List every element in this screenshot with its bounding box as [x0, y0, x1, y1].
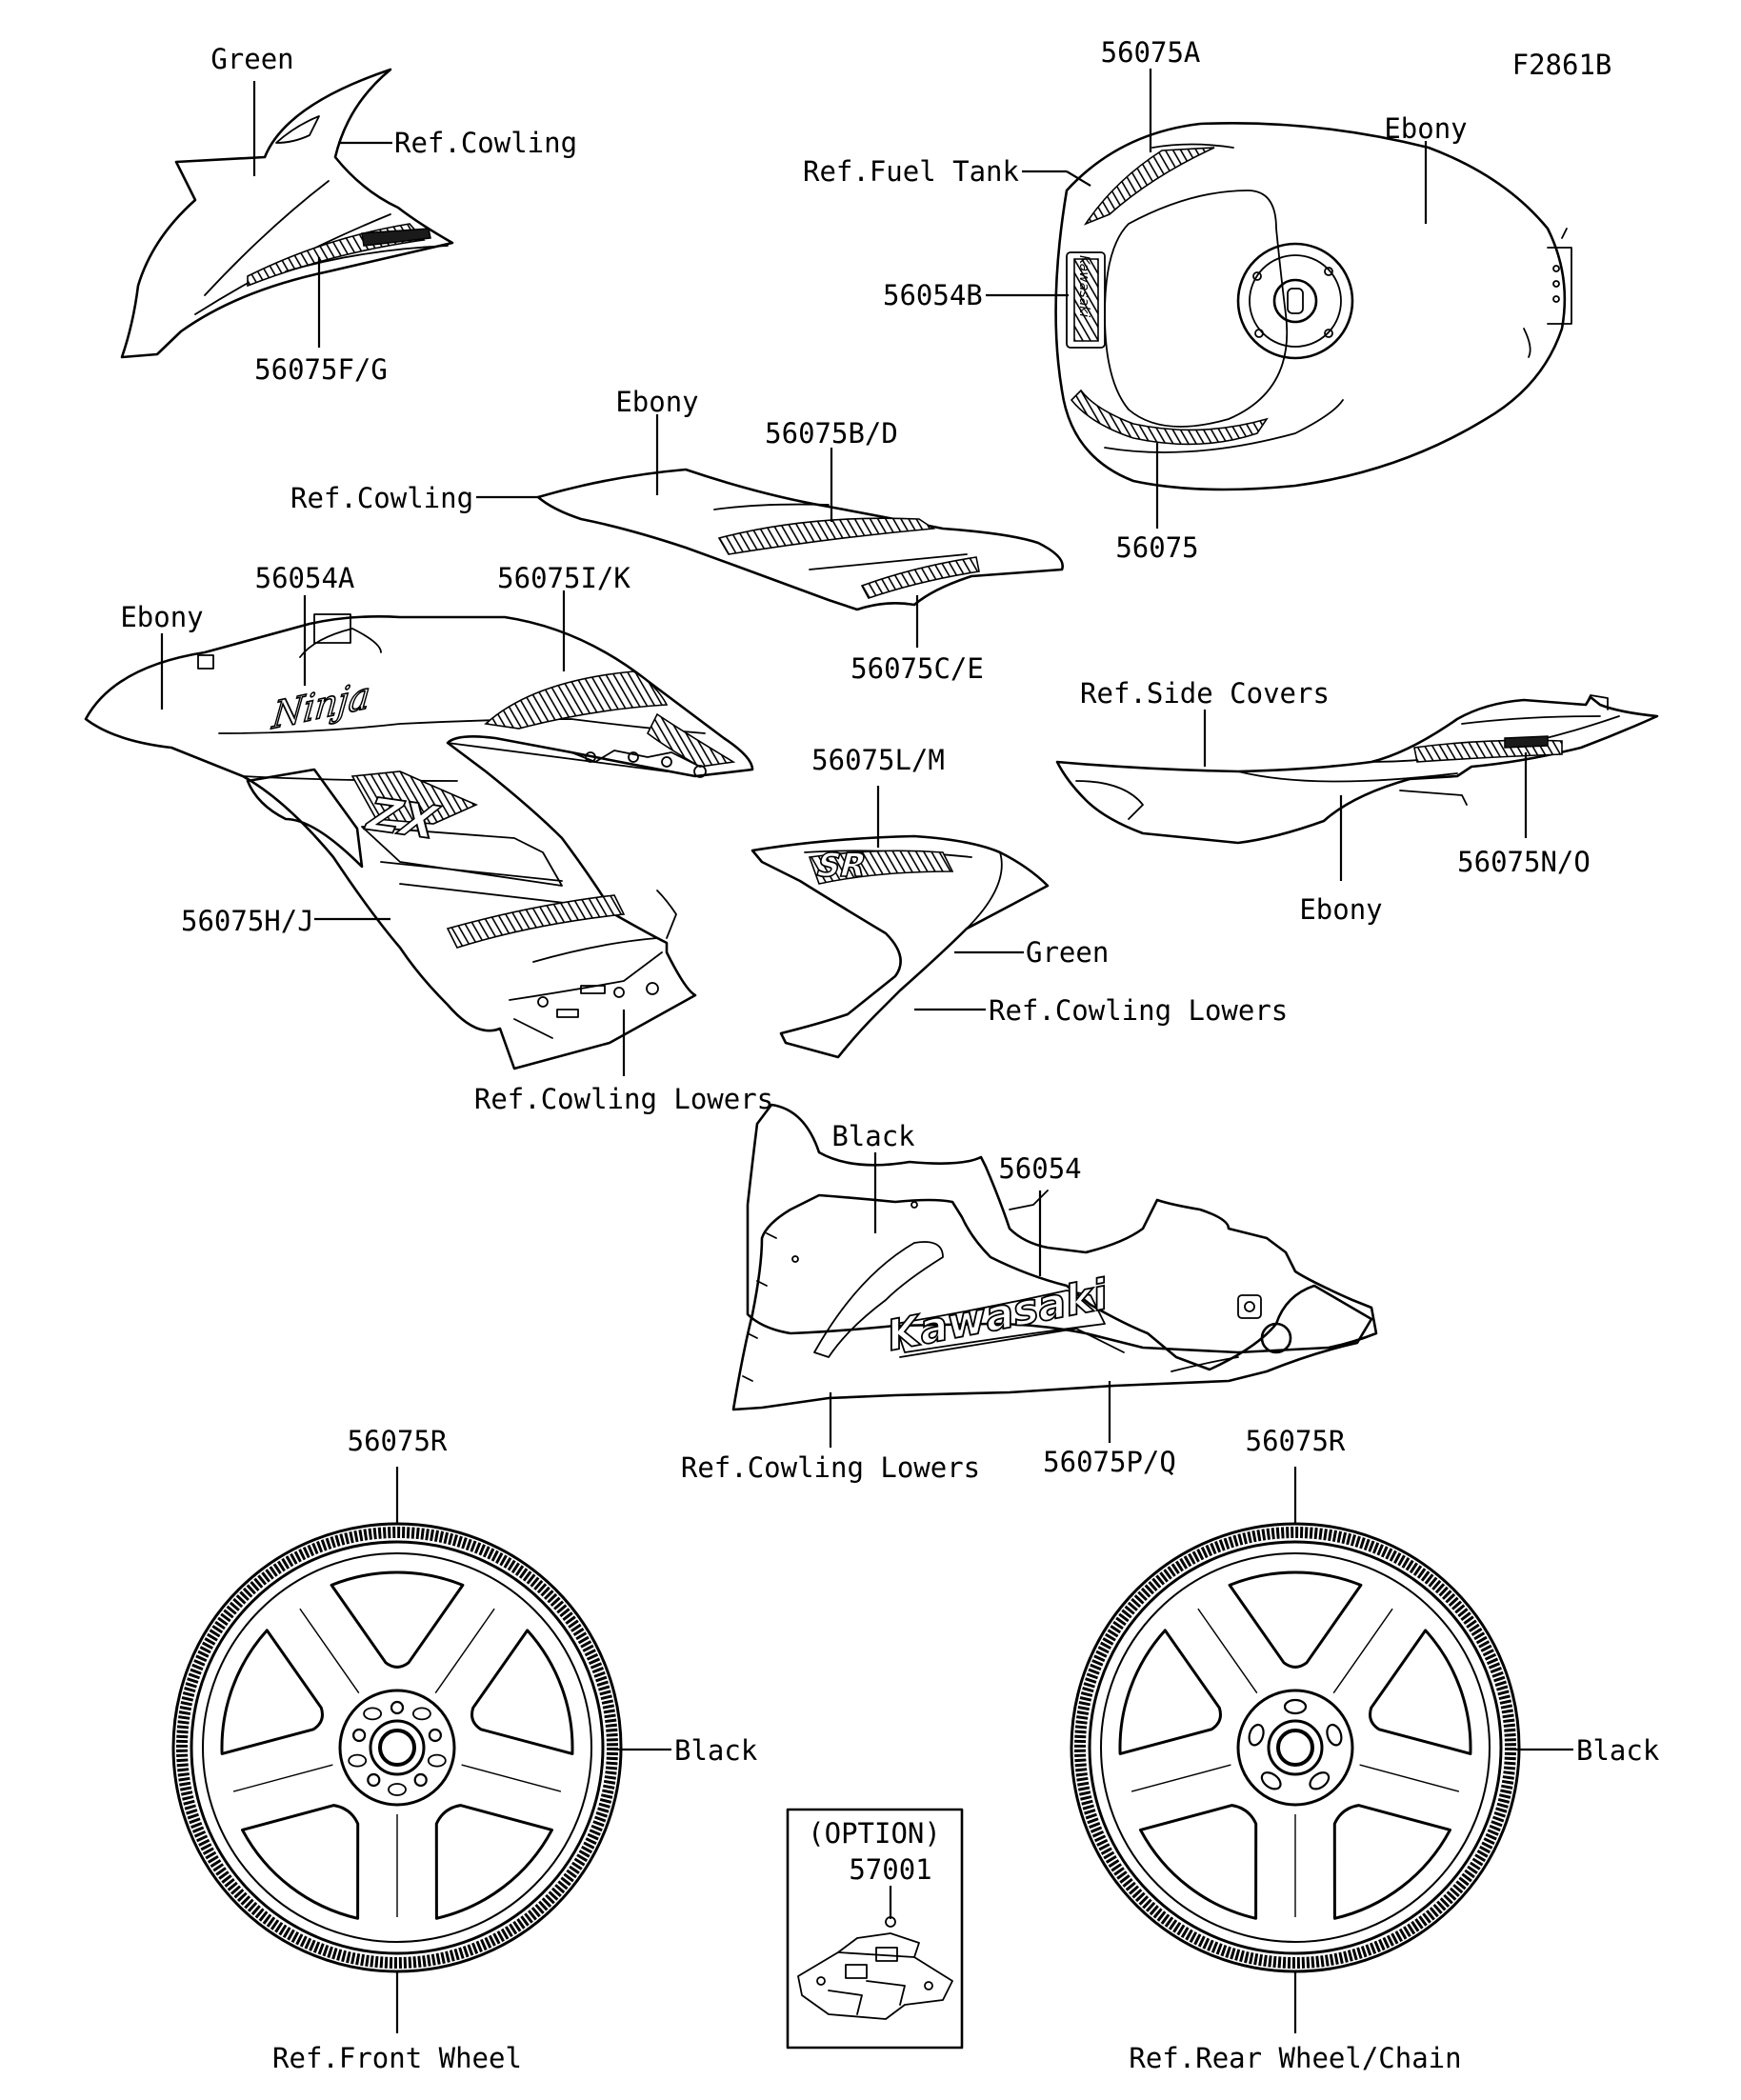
label-side-cowl-part-top: 56075B/D	[765, 417, 898, 450]
fuel-tank-panel	[1054, 121, 1572, 491]
label-side-cover-color: Ebony	[1299, 893, 1382, 926]
label-left-cowl-part-top: 56075I/K	[497, 562, 630, 594]
label-tank-part-bottom: 56075	[1115, 531, 1198, 564]
label-tank-ref: Ref.Fuel Tank	[803, 155, 1020, 188]
label-side-cowl-ref: Ref.Cowling	[290, 482, 473, 514]
label-upper-cowl-color: Green	[210, 43, 293, 75]
label-belly-emblem-part: 56054	[998, 1152, 1081, 1185]
label-front-wheel-ref: Ref.Front Wheel	[272, 2042, 522, 2074]
label-tank-color: Ebony	[1384, 112, 1467, 145]
label-front-wheel-part: 56075R	[348, 1425, 448, 1457]
option-box	[786, 1808, 964, 2050]
label-front-wheel-color: Black	[674, 1734, 758, 1767]
upper-cowl-panel	[120, 68, 454, 359]
label-tank-emblem-part: 56054B	[883, 279, 983, 311]
label-upper-cowl-part: 56075F/G	[254, 353, 388, 386]
side-cover-panel	[1055, 694, 1659, 845]
front-wheel-panel	[171, 1522, 623, 1973]
label-side-cover-part: 56075N/O	[1457, 846, 1591, 878]
label-left-cowl-color: Ebony	[120, 601, 203, 633]
label-rear-wheel-color: Black	[1576, 1734, 1660, 1767]
mid-lower-cowl-panel	[750, 834, 1050, 1059]
belly-pan-panel	[731, 1103, 1378, 1411]
rear-wheel-panel	[1070, 1522, 1521, 1973]
label-mid-lower-part: 56075L/M	[811, 744, 945, 776]
label-belly-part: 56075P/Q	[1043, 1446, 1176, 1478]
label-belly-color: Black	[831, 1120, 915, 1152]
label-left-cowl-part-lower: 56075H/J	[181, 905, 314, 937]
label-rear-wheel-ref: Ref.Rear Wheel/Chain	[1129, 2042, 1461, 2074]
label-left-cowl-ref: Ref.Cowling Lowers	[474, 1083, 773, 1115]
label-rear-wheel-part: 56075R	[1246, 1425, 1346, 1457]
label-tank-part-top: 56075A	[1101, 36, 1201, 69]
label-option-part: 57001	[849, 1853, 931, 1886]
leader-tank-ref-2	[1066, 170, 1091, 187]
side-cowl-panel	[536, 468, 1064, 611]
figure-code: F2861B	[1512, 49, 1612, 81]
label-mid-lower-color: Green	[1026, 936, 1109, 969]
label-side-cowl-part-bottom: 56075C/E	[850, 652, 984, 685]
label-side-cowl-color: Ebony	[615, 386, 698, 418]
label-side-cover-ref: Ref.Side Covers	[1080, 677, 1330, 710]
label-upper-cowl-ref: Ref.Cowling	[394, 127, 577, 159]
label-belly-ref: Ref.Cowling Lowers	[681, 1451, 980, 1484]
decal-kawasaki-text: Kawasaki	[883, 1270, 1112, 1361]
label-left-cowl-emblem-part: 56054A	[255, 562, 355, 594]
label-option-title: (OPTION)	[808, 1817, 941, 1850]
label-mid-lower-ref: Ref.Cowling Lowers	[989, 994, 1288, 1027]
decal-sr-text: SR	[812, 848, 870, 885]
left-cowl-panel	[84, 613, 754, 1070]
tank-emblem-text: Kawasaki	[1076, 255, 1091, 317]
